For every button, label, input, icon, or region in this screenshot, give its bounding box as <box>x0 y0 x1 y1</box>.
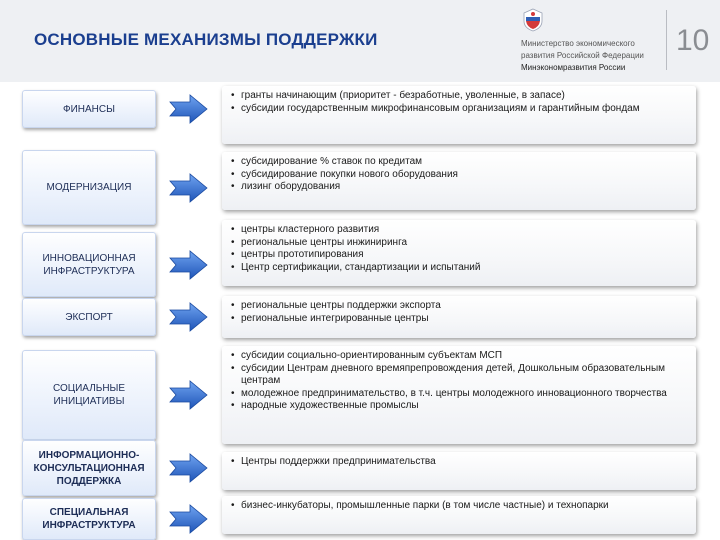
mechanism-list: Центры поддержки предпринимательства <box>230 456 688 469</box>
list-item: субсидирование покупки нового оборудован… <box>230 169 688 182</box>
mechanism-list: региональные центры поддержки экспортаре… <box>230 300 688 325</box>
ministry-emblem-icon <box>523 8 543 32</box>
mechanism-list: бизнес-инкубаторы, промышленные парки (в… <box>230 500 688 513</box>
list-item: центры прототипирования <box>230 249 688 262</box>
arrow-right-icon <box>169 504 208 534</box>
category-label: МОДЕРНИЗАЦИЯ <box>22 150 156 225</box>
ministry-name: Министерство экономического развития Рос… <box>521 38 644 74</box>
mechanism-box: региональные центры поддержки экспортаре… <box>222 296 696 338</box>
mechanism-box: Центры поддержки предпринимательства <box>222 452 696 490</box>
mechanism-box: субсидирование % ставок по кредитамсубси… <box>222 152 696 210</box>
ministry-line-2: развития Российской Федерации <box>521 51 644 60</box>
category-label: СПЕЦИАЛЬНАЯ ИНФРАСТРУКТУРА <box>22 498 156 540</box>
list-item: Центры поддержки предпринимательства <box>230 456 688 469</box>
list-item: региональные интегрированные центры <box>230 313 688 326</box>
list-item: лизинг оборудования <box>230 181 688 194</box>
mechanism-box: гранты начинающим (приоритет - безработн… <box>222 86 696 144</box>
list-item: гранты начинающим (приоритет - безработн… <box>230 90 688 103</box>
category-label: ЭКСПОРТ <box>22 298 156 336</box>
list-item: центры кластерного развития <box>230 224 688 237</box>
list-item: субсидии социально-ориентированным субъе… <box>230 350 688 363</box>
mechanism-box: субсидии социально-ориентированным субъе… <box>222 346 696 444</box>
list-item: субсидирование % ставок по кредитам <box>230 156 688 169</box>
mechanism-list: гранты начинающим (приоритет - безработн… <box>230 90 688 115</box>
category-label: ИНФОРМАЦИОННО-КОНСУЛЬТАЦИОННАЯ ПОДДЕРЖКА <box>22 440 156 496</box>
ministry-short-name: Минэкономразвития России <box>521 63 626 72</box>
mechanism-list: центры кластерного развитиярегиональные … <box>230 224 688 274</box>
list-item: субсидии Центрам дневного времяпрепровож… <box>230 363 688 388</box>
list-item: народные художественные промыслы <box>230 400 688 413</box>
arrow-right-icon <box>169 453 208 483</box>
arrow-right-icon <box>169 94 208 124</box>
list-item: бизнес-инкубаторы, промышленные парки (в… <box>230 500 688 513</box>
list-item: молодежное предпринимательство, в т.ч. ц… <box>230 388 688 401</box>
slide-title: ОСНОВНЫЕ МЕХАНИЗМЫ ПОДДЕРЖКИ <box>34 30 378 49</box>
arrow-right-icon <box>169 249 208 280</box>
arrow-right-icon <box>169 172 208 203</box>
category-label: ФИНАНСЫ <box>22 90 156 128</box>
category-label: СОЦИАЛЬНЫЕ ИНИЦИАТИВЫ <box>22 350 156 440</box>
category-label: ИННОВАЦИОННАЯ ИНФРАСТРУКТУРА <box>22 232 156 297</box>
mechanism-list: субсидии социально-ориентированным субъе… <box>230 350 688 413</box>
page-number: 10 <box>676 24 710 57</box>
mechanism-box: центры кластерного развитиярегиональные … <box>222 220 696 286</box>
arrow-right-icon <box>169 302 208 332</box>
slide-header: ОСНОВНЫЕ МЕХАНИЗМЫ ПОДДЕРЖКИ Министерств… <box>0 0 720 82</box>
ministry-line-1: Министерство экономического <box>521 39 635 48</box>
mechanism-box: бизнес-инкубаторы, промышленные парки (в… <box>222 496 696 534</box>
list-item: Центр сертификации, стандартизации и исп… <box>230 262 688 275</box>
arrow-right-icon <box>169 380 208 410</box>
header-divider <box>666 10 667 70</box>
mechanism-list: субсидирование % ставок по кредитамсубси… <box>230 156 688 194</box>
list-item: субсидии государственным микрофинансовым… <box>230 103 688 116</box>
list-item: региональные центры поддержки экспорта <box>230 300 688 313</box>
list-item: региональные центры инжиниринга <box>230 237 688 250</box>
